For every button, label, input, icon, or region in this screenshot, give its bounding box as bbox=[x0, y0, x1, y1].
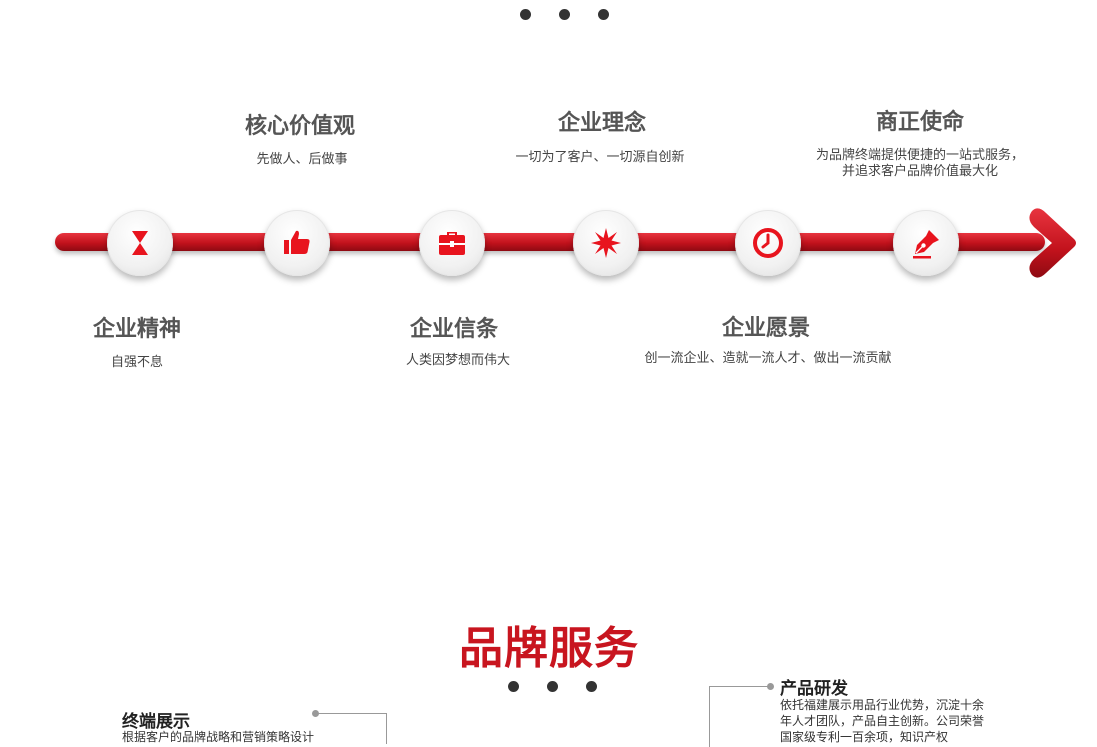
value-desc: 先做人、后做事 bbox=[256, 152, 348, 167]
timeline-node-vision[interactable] bbox=[735, 210, 801, 276]
timeline-arrow-head bbox=[1029, 208, 1076, 278]
carousel-dot[interactable] bbox=[547, 681, 558, 692]
clock-icon bbox=[753, 228, 783, 258]
service-title[interactable]: 产品研发 bbox=[780, 679, 848, 699]
value-desc: 人类因梦想而伟大 bbox=[405, 353, 511, 368]
value-title: 企业精神 bbox=[92, 316, 182, 342]
value-desc: 一切为了客户、一切源自创新 bbox=[515, 150, 685, 165]
carousel-dot[interactable] bbox=[508, 681, 519, 692]
service-desc: 根据客户的品牌战略和营销策略设计 bbox=[122, 730, 315, 744]
thumbs-up-icon bbox=[284, 230, 310, 254]
timeline-node-spirit[interactable] bbox=[107, 210, 173, 276]
carousel-dots-bottom[interactable] bbox=[508, 681, 597, 692]
value-desc-multiline: 为品牌终端提供便捷的一站式服务， 并追求客户品牌价值最大化 bbox=[816, 148, 1024, 180]
service-desc: 依托福建展示用品行业优势，沉淀十余年人才团队，产品自主创新。公司荣誉国家级专利一… bbox=[780, 698, 985, 744]
pen-nib-icon bbox=[913, 230, 939, 259]
value-title: 商正使命 bbox=[875, 109, 965, 135]
value-desc: 自强不息 bbox=[110, 355, 164, 370]
timeline-node-philosophy[interactable] bbox=[573, 210, 639, 276]
connector-dot bbox=[312, 710, 319, 717]
value-title: 企业愿景 bbox=[721, 315, 811, 341]
value-desc-line: 为品牌终端提供便捷的一站式服务， bbox=[815, 148, 1025, 163]
value-title: 核心价值观 bbox=[244, 113, 356, 139]
service-title[interactable]: 终端展示 bbox=[122, 712, 190, 732]
section-title: 品牌服务 bbox=[459, 623, 639, 674]
value-desc: 创一流企业、造就一流人才、做出一流贡献 bbox=[644, 351, 892, 366]
carousel-dot[interactable] bbox=[586, 681, 597, 692]
hourglass-icon bbox=[132, 231, 148, 255]
timeline-node-mission[interactable] bbox=[893, 210, 959, 276]
timeline-node-core-values[interactable] bbox=[264, 210, 330, 276]
connector-line bbox=[318, 713, 387, 744]
carousel-dot[interactable] bbox=[559, 9, 570, 20]
carousel-dot[interactable] bbox=[598, 9, 609, 20]
value-title: 企业理念 bbox=[557, 110, 647, 136]
briefcase-icon bbox=[439, 232, 465, 255]
starburst-icon bbox=[591, 228, 621, 258]
carousel-dot[interactable] bbox=[520, 9, 531, 20]
carousel-dots-top[interactable] bbox=[520, 9, 609, 20]
connector-line bbox=[709, 686, 772, 747]
value-title: 企业信条 bbox=[409, 316, 499, 342]
value-desc-line: 并追求客户品牌价值最大化 bbox=[841, 164, 999, 179]
timeline-node-creed[interactable] bbox=[419, 210, 485, 276]
connector-dot bbox=[767, 683, 774, 690]
